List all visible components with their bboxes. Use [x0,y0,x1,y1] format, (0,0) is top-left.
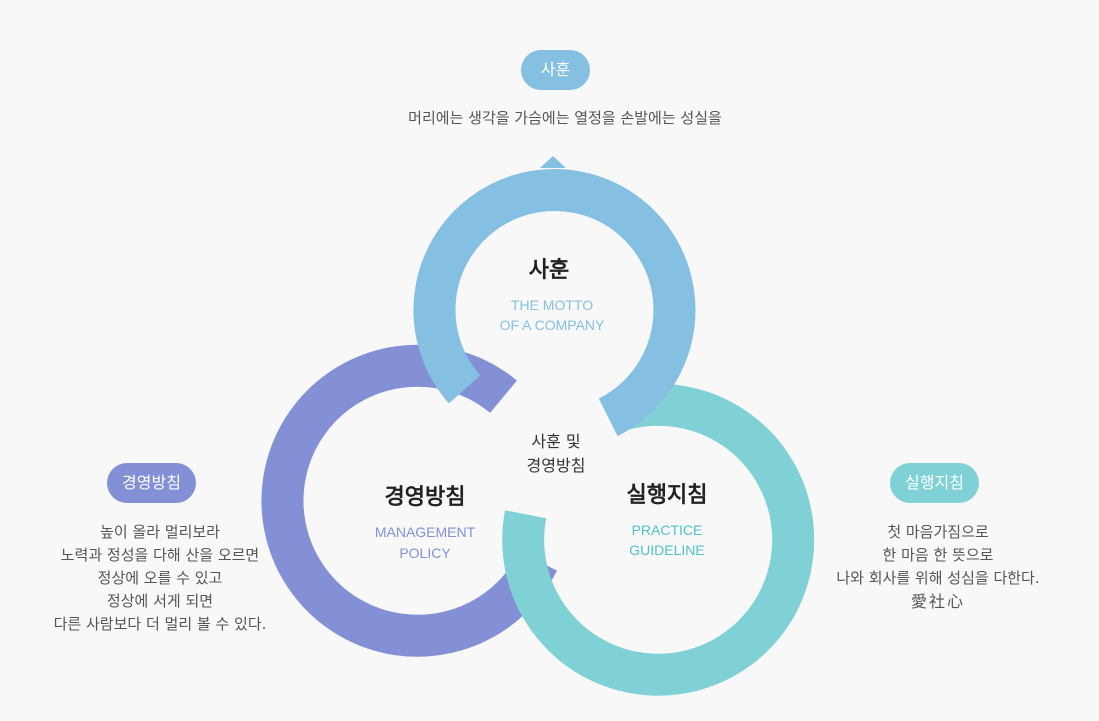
practice-line: 나와 회사를 위해 성심을 다한다. [836,569,1040,587]
management-line: 정상에 오를 수 있고 [97,569,223,587]
practice-line: 한 마음 한 뜻으로 [882,546,994,564]
management-description: 높이 올라 멀리보라 노력과 정성을 다해 산을 오르면 정상에 오를 수 있고… [30,521,290,636]
motto-description: 머리에는 생각을 가슴에는 열정을 손발에는 성실을 [408,109,722,127]
management-subtitle-line1: MANAGEMENT [375,524,476,540]
motto-arrowhead [540,156,566,168]
practice-arc [502,383,815,696]
management-badge: 경영방침 [107,463,196,503]
center-label-line2: 경영방침 [527,456,586,475]
practice-badge: 실행지침 [890,463,979,503]
motto-ring [413,156,696,437]
management-line: 노력과 정성을 다해 산을 오르면 [60,546,260,564]
practice-subtitle-line2: GUIDELINE [629,542,704,558]
management-line: 정상에 서게 되면 [106,592,214,610]
practice-subtitle-line1: PRACTICE [632,522,703,538]
practice-description: 첫 마음가짐으로 한 마음 한 뜻으로 나와 회사를 위해 성심을 다한다. 愛… [808,521,1068,613]
practice-arrowhead [778,575,802,608]
management-arc [261,344,557,657]
management-title: 경영방침 [385,485,466,510]
management-ring [261,344,557,657]
management-arrowhead [297,571,326,600]
practice-ring [502,383,815,696]
motto-subtitle-line1: THE MOTTO [511,297,593,313]
management-subtitle-line2: POLICY [399,545,451,561]
practice-hanja: 愛社心 [910,592,965,611]
management-line: 높이 올라 멀리보라 [100,523,220,541]
management-line: 다른 사람보다 더 멀리 볼 수 있다. [53,615,267,633]
practice-title: 실행지침 [627,483,708,508]
motto-arc [413,169,696,437]
center-label-line1: 사훈 및 [531,432,580,451]
practice-line: 첫 마음가짐으로 [887,523,989,541]
motto-badge: 사훈 [521,50,590,90]
motto-title: 사훈 [529,258,569,283]
motto-subtitle-line2: OF A COMPANY [500,317,605,333]
